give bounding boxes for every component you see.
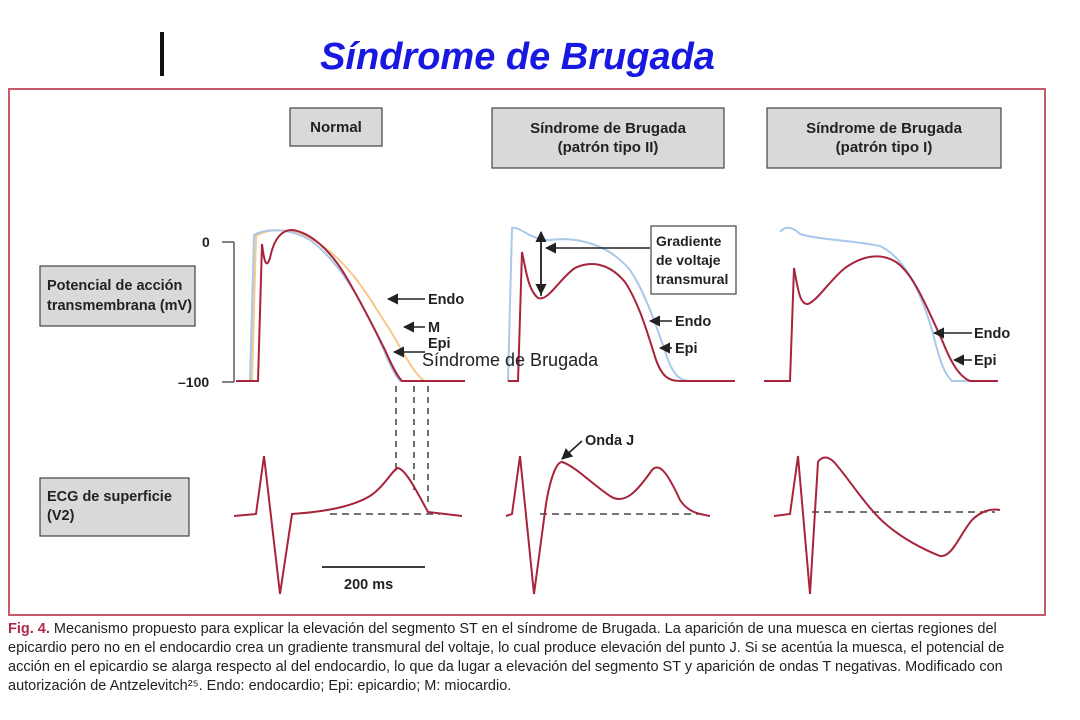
row-label-ap: Potencial de acción transmembrana (mV) [39,265,196,327]
ap-type1-epi-curve [764,255,998,382]
normal-curve-labels: Endo M Epi [386,292,464,358]
figure-caption: Fig. 4. Mecanismo propuesto para explica… [8,620,1048,696]
ecg-normal-trace [233,455,463,595]
label-epi-type2: Epi [675,341,698,357]
ap-axis: 0 –100 [178,234,235,390]
caption-text: Mecanismo propuesto para explicar la ele… [8,621,1005,694]
header-normal: Normal [289,107,383,147]
ap-type2-endo-curve [507,226,735,382]
type2-curve-labels: Endo Epi [648,314,711,357]
alignment-dashes [395,386,429,505]
header-type2-line1: Síndrome de Brugada [530,120,687,137]
header-type1: Síndrome de Brugada (patrón tipo I) [766,107,1002,169]
onda-j-label: Onda J [561,433,634,460]
scale-bar: 200 ms [322,566,425,593]
row-label-ecg: ECG de superficie (V2) [39,477,190,537]
label-epi-normal: Epi [428,336,451,352]
header-type2: Síndrome de Brugada (patrón tipo II) [491,107,725,169]
ap-normal [236,228,465,382]
ecg-traces [233,455,1001,595]
caption-fig-label: Fig. 4. [8,621,50,637]
gradient-indicator: Gradiente de voltaje transmural [535,225,737,296]
ap-type2 [507,226,735,382]
slide-title: Síndrome de Brugada [320,36,715,78]
ap-type1 [764,226,998,382]
row-label-ap-line1: Potencial de acción [47,278,182,294]
ecg-type1-trace [773,455,1001,595]
ap-type2-epi-curve [508,251,735,382]
figure-frame [8,88,1046,616]
row-label-ap-line2: transmembrana (mV) [47,298,192,314]
label-endo-type1: Endo [974,326,1010,342]
ap-normal-epi-curve [236,228,465,382]
gradient-box-line2: de voltaje [656,252,721,268]
axis-tick-0: 0 [202,234,210,250]
header-type1-line2: (patrón tipo I) [836,139,933,156]
ecg-baselines [330,511,995,515]
label-endo-type2: Endo [675,314,711,330]
header-type2-line2: (patrón tipo II) [558,139,659,156]
onda-j-text: Onda J [585,433,634,449]
label-m-normal: M [428,320,440,336]
row-label-ecg-line1: ECG de superficie [47,489,172,505]
gradient-box-line1: Gradiente [656,233,722,249]
header-type1-line1: Síndrome de Brugada [806,120,963,137]
header-normal-text: Normal [310,119,362,136]
axis-tick-minus100: –100 [178,374,209,390]
gradient-box-line3: transmural [656,271,728,287]
ap-type1-endo-curve [779,226,998,382]
title-accent-bar [160,32,164,76]
label-endo-normal: Endo [428,292,464,308]
overlay-title-label: Síndrome de Brugada [422,350,599,370]
label-epi-type1: Epi [974,353,997,369]
scale-bar-text: 200 ms [344,577,393,593]
ecg-type2-trace [505,455,711,595]
row-label-ecg-line2: (V2) [47,508,75,524]
ap-normal-endo-curve [236,229,465,382]
type1-curve-labels: Endo Epi [932,326,1010,369]
